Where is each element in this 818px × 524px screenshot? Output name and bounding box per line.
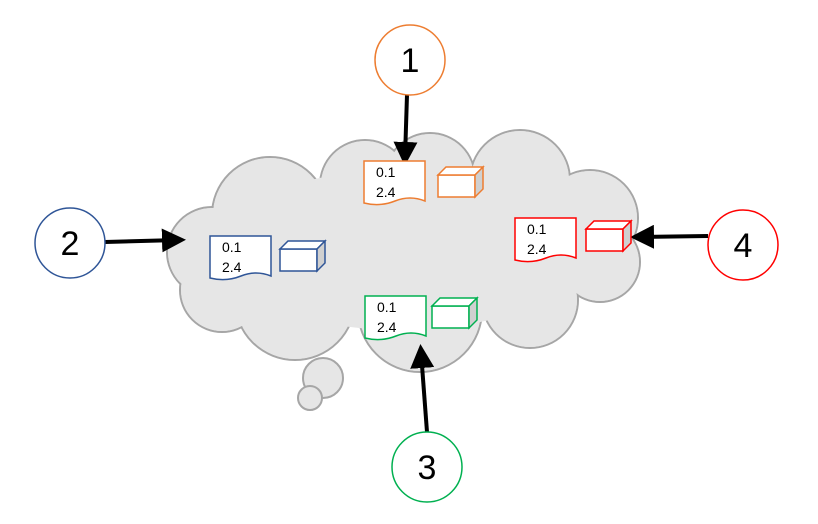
number-label: 4 xyxy=(734,227,753,265)
document-value: 0.1 xyxy=(527,221,547,237)
cloud-shape xyxy=(166,129,641,411)
document-value: 2.4 xyxy=(222,259,242,275)
thought-bubble-small xyxy=(297,385,323,411)
number-circle-1 xyxy=(374,24,446,96)
number-circle-3 xyxy=(391,431,463,503)
document-icon: 0.12.4 xyxy=(514,217,577,263)
cube-icon xyxy=(278,239,327,273)
node-1: 10.12.4 xyxy=(363,24,485,206)
number-circle-4 xyxy=(707,209,779,281)
cube-icon xyxy=(584,219,633,253)
node-3: 30.12.4 xyxy=(364,295,479,503)
number-label: 3 xyxy=(418,449,437,487)
document-icon: 0.12.4 xyxy=(363,160,426,206)
document-value: 0.1 xyxy=(376,164,396,180)
arrow-4 xyxy=(630,224,709,249)
document-value: 2.4 xyxy=(527,241,547,257)
document-value: 2.4 xyxy=(376,184,396,200)
document-value: 0.1 xyxy=(222,239,242,255)
arrow-3 xyxy=(410,344,435,433)
cube-icon xyxy=(430,296,479,330)
number-label: 2 xyxy=(61,225,80,263)
document-icon: 0.12.4 xyxy=(209,235,272,281)
number-circle-2 xyxy=(34,207,106,279)
number-label: 1 xyxy=(401,42,420,80)
document-value: 0.1 xyxy=(377,299,397,315)
document-value: 2.4 xyxy=(377,319,397,335)
document-icon: 0.12.4 xyxy=(364,295,427,341)
arrow-1 xyxy=(393,94,418,166)
node-4: 40.12.4 xyxy=(514,209,779,281)
arrow-2 xyxy=(104,228,186,253)
cube-icon xyxy=(436,165,485,199)
